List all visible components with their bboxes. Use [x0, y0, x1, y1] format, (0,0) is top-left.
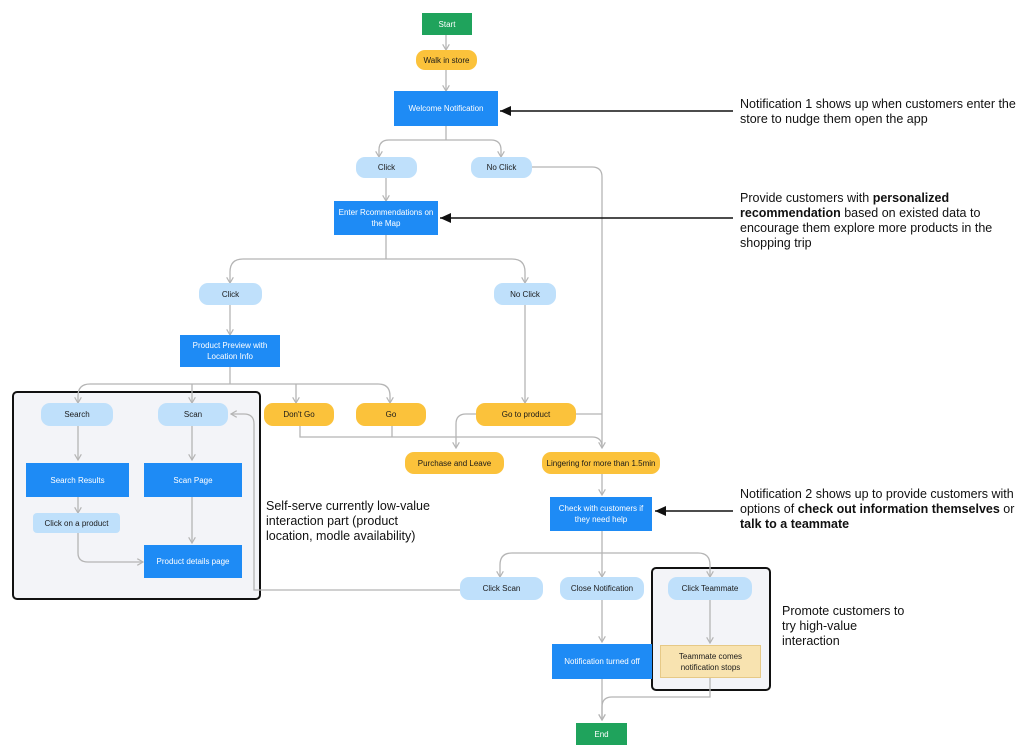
teammate-comes-node: Teammate comes notification stops — [660, 645, 761, 678]
end-node: End — [576, 723, 627, 745]
note-text: Promote customers to try high-value inte… — [782, 604, 905, 648]
note-personalized-recommendation: Provide customers with personalized reco… — [740, 191, 1015, 251]
note-notification-2: Notification 2 shows up to provide custo… — [740, 487, 1022, 532]
note-bold-text: personalized recommendation — [740, 191, 950, 220]
click-scan-node: Click Scan — [460, 577, 543, 600]
connector — [531, 166, 602, 448]
click-teammate-node: Click Teammate — [668, 577, 752, 600]
search-results-node: Search Results — [26, 463, 129, 497]
close-notification-node: Close Notification — [560, 577, 644, 600]
connector — [229, 258, 525, 283]
no-click-node-2: No Click — [494, 283, 556, 305]
walk-in-store-node: Walk in store — [416, 50, 477, 70]
note-bold-text: check out information themselves — [797, 502, 1000, 516]
connector — [77, 383, 390, 403]
search-node: Search — [41, 403, 113, 426]
click-node-2: Click — [199, 283, 262, 305]
start-node: Start — [422, 13, 472, 35]
connector — [231, 414, 460, 591]
note-self-serve: Self-serve currently low-value interacti… — [266, 499, 446, 544]
connector — [299, 426, 603, 448]
click-on-product-node: Click on a product — [33, 513, 120, 533]
note-high-value: Promote customers to try high-value inte… — [782, 604, 917, 649]
go-to-product-node: Go to product — [476, 403, 576, 426]
connector — [77, 533, 143, 562]
lingering-node: Lingering for more than 1.5min — [542, 452, 660, 474]
scan-page-node: Scan Page — [144, 463, 242, 497]
welcome-notification-node: Welcome Notification — [394, 91, 498, 126]
dont-go-node: Don't Go — [264, 403, 334, 426]
note-notification-1: Notification 1 shows up when customers e… — [740, 97, 1020, 127]
note-bold-text: talk to a teammate — [740, 517, 850, 531]
note-text: based on existed data to encourage them … — [740, 206, 993, 250]
go-node: Go — [356, 403, 426, 426]
note-text: Notification 1 shows up when customers e… — [740, 97, 1016, 126]
connector — [456, 413, 476, 448]
connector — [378, 139, 501, 157]
no-click-node-1: No Click — [471, 157, 532, 178]
click-node-1: Click — [356, 157, 417, 178]
product-preview-node: Product Preview with Location Info — [180, 335, 280, 367]
connector — [602, 678, 711, 720]
scan-node: Scan — [158, 403, 228, 426]
note-text: Provide customers with — [740, 191, 873, 205]
connector — [499, 552, 710, 577]
check-with-customers-node: Check with customers if they need help — [550, 497, 652, 531]
note-text: Notification 2 shows up to provide custo… — [740, 487, 1014, 516]
purchase-and-leave-node: Purchase and Leave — [405, 452, 504, 474]
note-text: Self-serve currently low-value interacti… — [266, 499, 430, 543]
notification-turned-off-node: Notification turned off — [552, 644, 652, 679]
enter-recommendations-node: Enter Rcommendations on the Map — [334, 201, 438, 235]
note-text: or — [999, 502, 1015, 516]
product-details-node: Product details page — [144, 545, 242, 578]
